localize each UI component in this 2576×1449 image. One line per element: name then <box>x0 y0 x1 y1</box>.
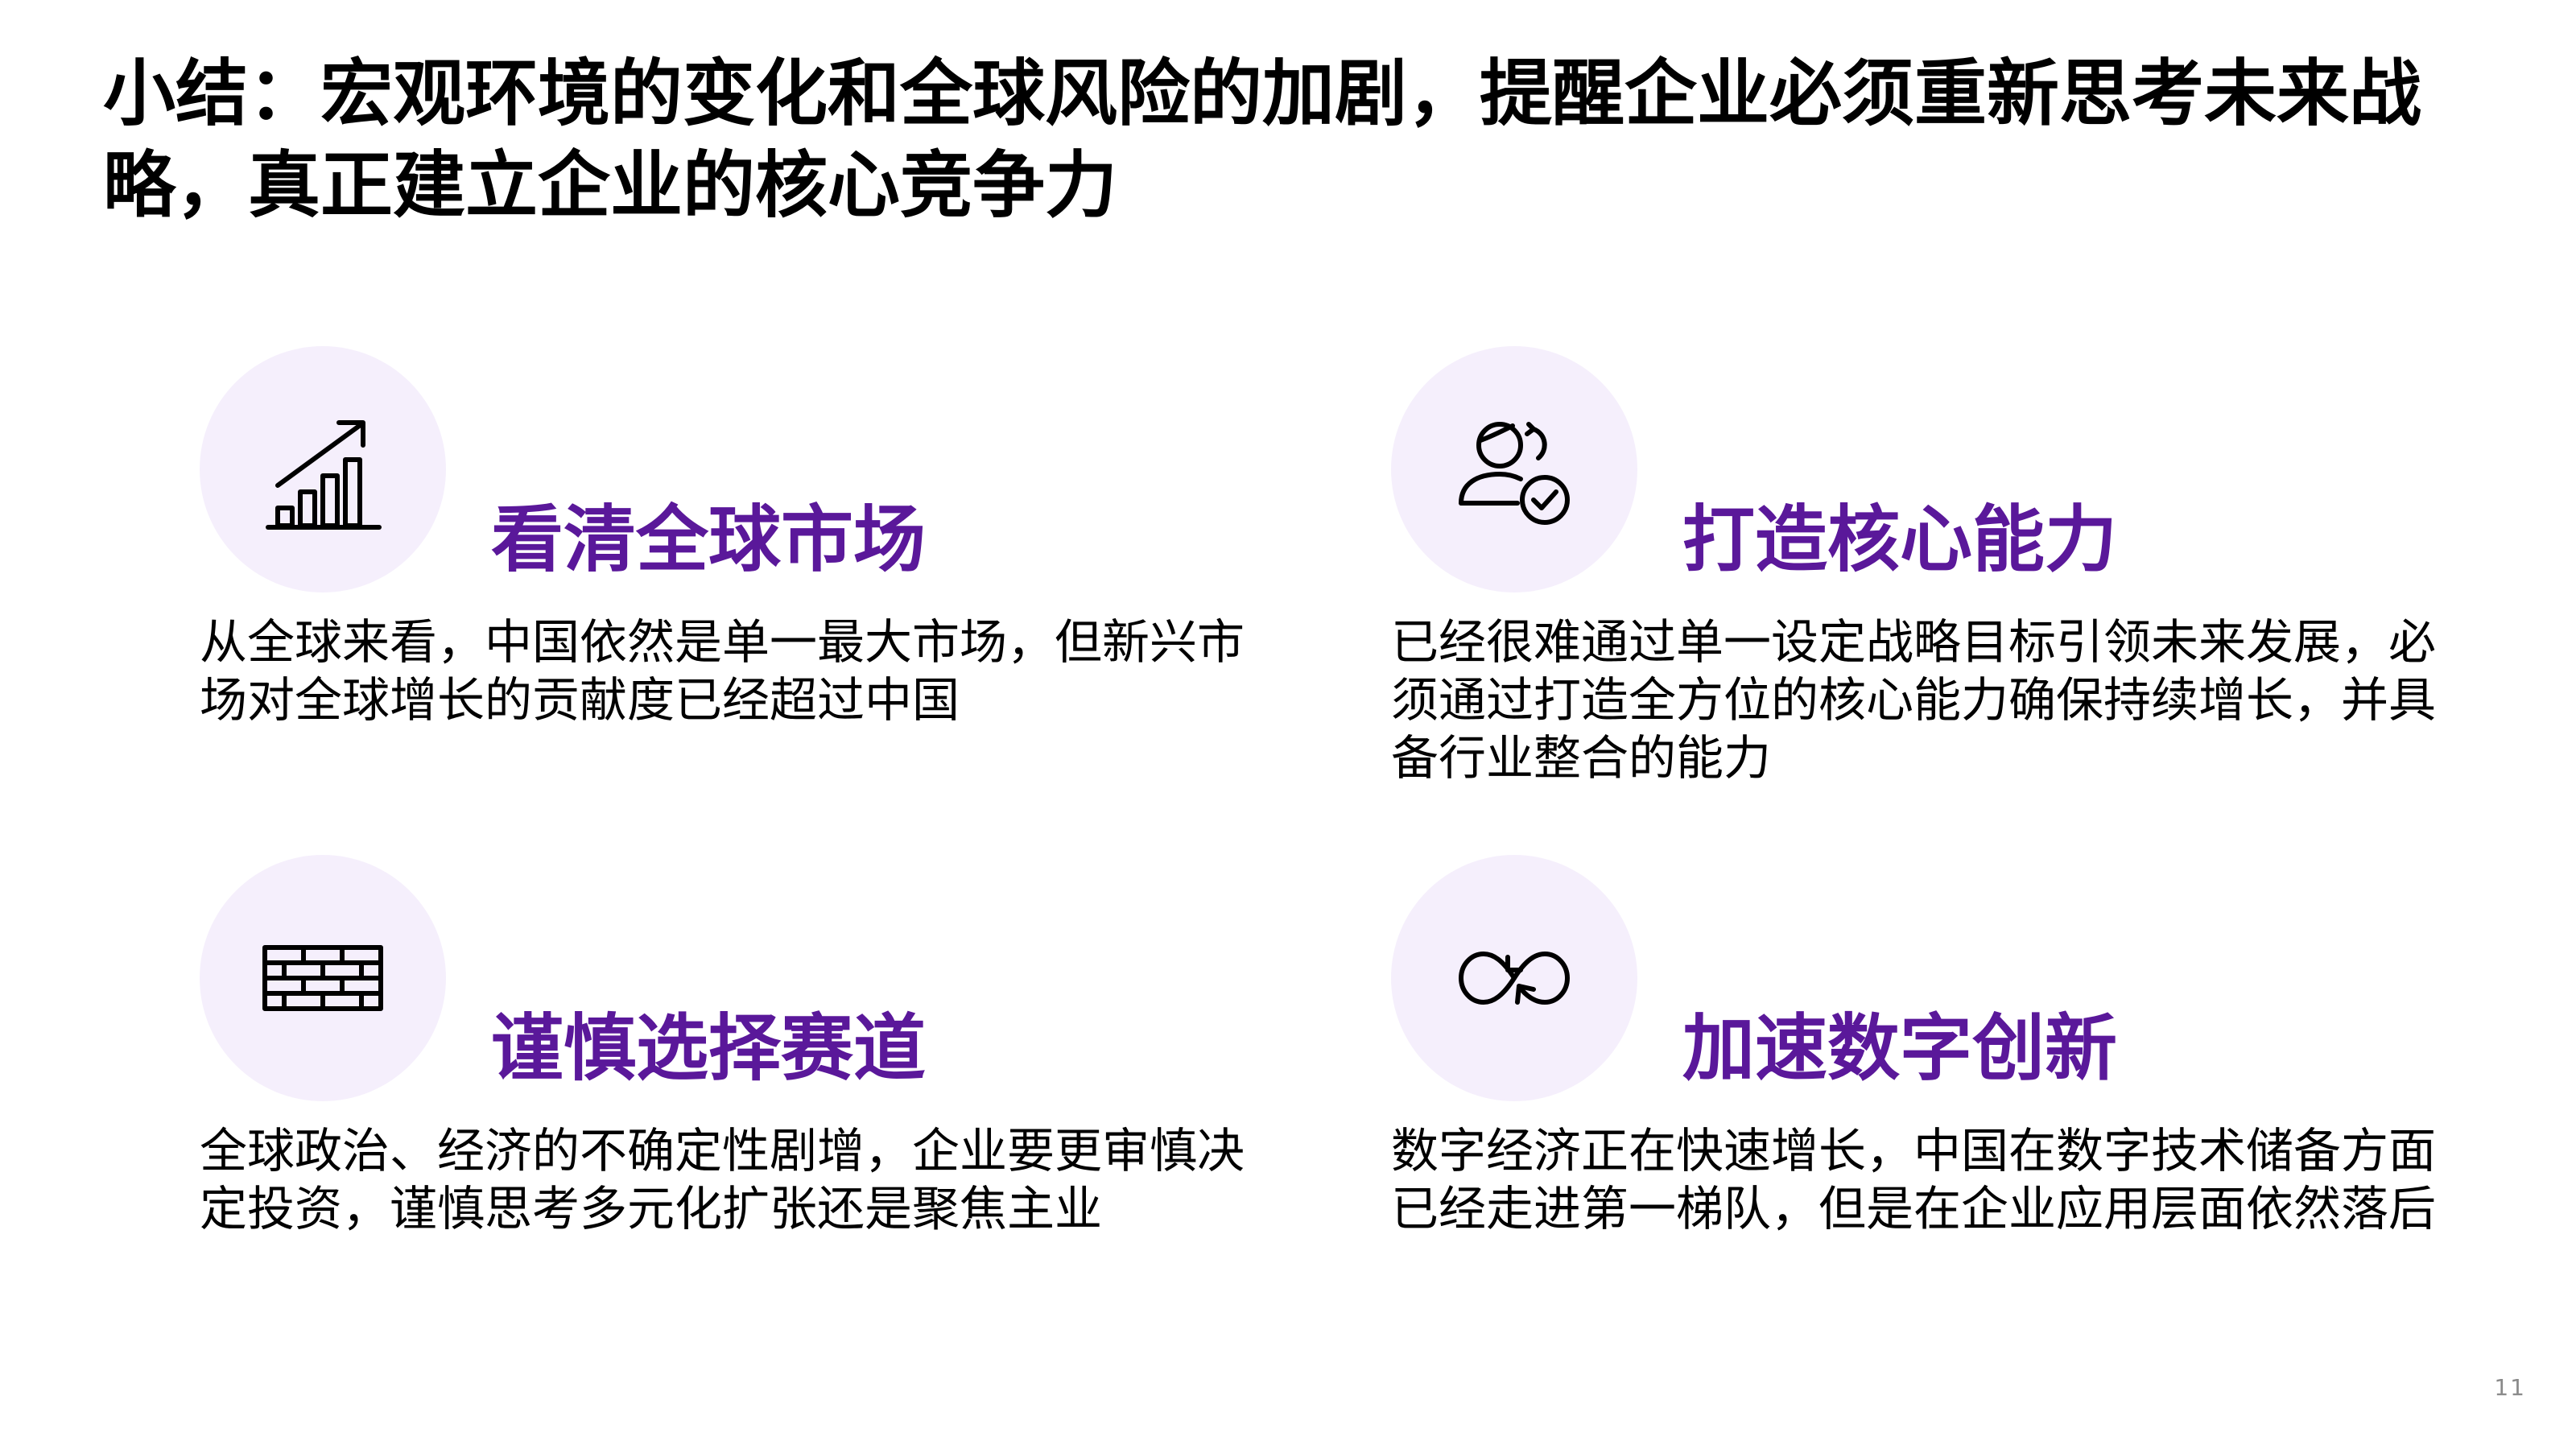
page-number: 11 <box>2494 1374 2526 1401</box>
card-body: 全球政治、经济的不确定性剧增，企业要更审慎决定投资，谨慎思考多元化扩张还是聚焦主… <box>200 1123 1245 1236</box>
card-heading: 看清全球市场 <box>491 497 926 582</box>
card-heading: 谨慎选择赛道 <box>491 1006 926 1091</box>
icon-circle <box>1391 346 1637 592</box>
person-check-icon <box>1459 422 1570 525</box>
icon-circle <box>1391 855 1637 1101</box>
brick-wall-icon <box>262 945 383 1011</box>
card-heading: 加速数字创新 <box>1682 1006 2117 1091</box>
slide-title: 小结：宏观环境的变化和全球风险的加剧，提醒企业必须重新思考未来战略，真正建立企业… <box>103 52 2421 228</box>
card-body: 从全球来看，中国依然是单一最大市场，但新兴市场对全球增长的贡献度已经超过中国 <box>200 614 1245 728</box>
card-body: 已经很难通过单一设定战略目标引领未来发展，必须通过打造全方位的核心能力确保持续增… <box>1391 614 2437 786</box>
card-digital-innovation: 加速数字创新 数字经济正在快速增长，中国在数字技术储备方面已经走进第一梯队，但是… <box>1391 855 2478 1338</box>
card-heading: 打造核心能力 <box>1682 497 2117 582</box>
card-choose-track: 谨慎选择赛道 全球政治、经济的不确定性剧增，企业要更审慎决定投资，谨慎思考多元化… <box>200 855 1286 1338</box>
growth-chart-icon <box>266 420 382 530</box>
icon-circle <box>200 346 446 592</box>
card-core-capability: 打造核心能力 已经很难通过单一设定战略目标引领未来发展，必须通过打造全方位的核心… <box>1391 346 2478 829</box>
card-body: 数字经济正在快速增长，中国在数字技术储备方面已经走进第一梯队，但是在企业应用层面… <box>1391 1123 2437 1236</box>
infinity-loop-icon <box>1459 952 1570 1005</box>
card-global-market: 看清全球市场 从全球来看，中国依然是单一最大市场，但新兴市场对全球增长的贡献度已… <box>200 346 1286 829</box>
icon-circle <box>200 855 446 1101</box>
